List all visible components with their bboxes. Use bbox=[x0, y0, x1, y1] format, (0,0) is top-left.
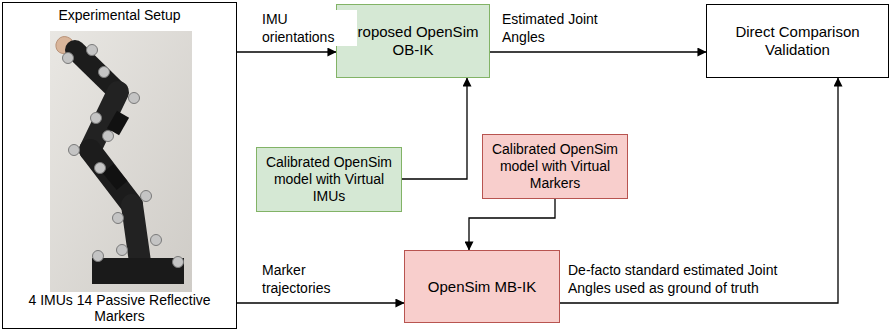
setup-panel: Experimental Setup 4 IMUs 14 Passive Refl… bbox=[2, 2, 237, 329]
connector-arrow bbox=[402, 78, 467, 179]
connector-arrow bbox=[469, 199, 555, 251]
marker-balls bbox=[63, 45, 184, 268]
node-title: Calibrated OpenSim model with Virtual IM… bbox=[263, 154, 395, 205]
node-title: OpenSim MB-IK bbox=[428, 278, 536, 296]
process-box: OpenSim MB-IK bbox=[404, 250, 560, 323]
connector-arrow bbox=[237, 302, 404, 303]
edge-label: Marker trajectories bbox=[262, 261, 362, 297]
node-note: 4 IMUs 14 Passive Reflective Markers bbox=[9, 292, 230, 324]
node-title: Proposed OpenSim OB-IK bbox=[343, 23, 483, 59]
node-title: Calibrated OpenSim model with Virtual Ma… bbox=[489, 141, 621, 192]
edge-label: Estimated Joint Angles bbox=[502, 10, 602, 46]
result-box: Direct Comparison Validation bbox=[706, 4, 889, 78]
process-box: Proposed OpenSim OB-IK bbox=[336, 4, 490, 78]
connector-arrow bbox=[237, 51, 336, 52]
edge-label: De-facto standard estimated Joint Angles… bbox=[568, 261, 813, 297]
model-box: Calibrated OpenSim model with Virtual IM… bbox=[256, 147, 402, 212]
connector-arrow bbox=[490, 51, 706, 52]
robot-arm bbox=[56, 37, 184, 284]
node-title: Experimental Setup bbox=[58, 7, 180, 23]
node-title: Direct Comparison Validation bbox=[713, 23, 882, 59]
edge-label: IMU orientations bbox=[262, 10, 357, 46]
photo-background bbox=[50, 31, 192, 293]
model-box: Calibrated OpenSim model with Virtual Ma… bbox=[482, 134, 628, 199]
